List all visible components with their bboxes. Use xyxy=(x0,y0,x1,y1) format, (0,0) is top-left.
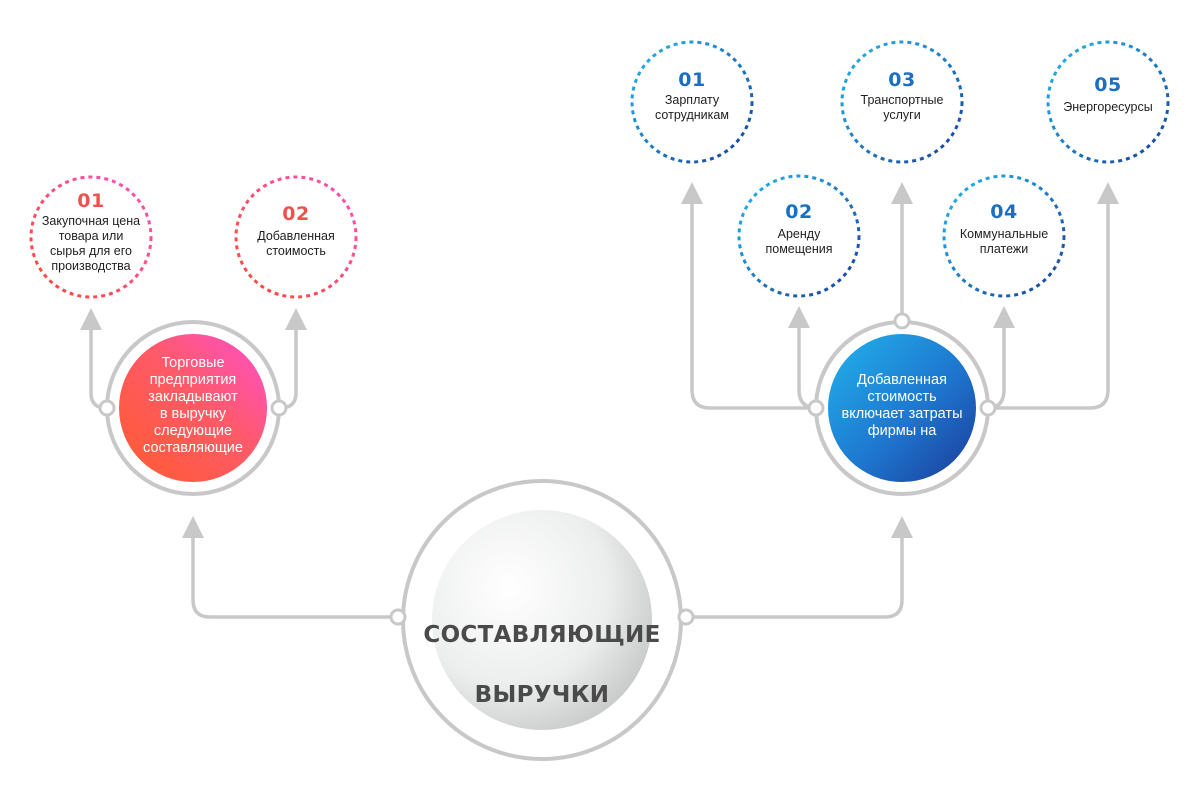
connector-right-05 xyxy=(987,198,1110,410)
left-item-02-number: 02 xyxy=(282,203,310,225)
right-item-05-ring xyxy=(1046,40,1170,164)
right-item-02-ring xyxy=(737,174,861,298)
right-item-rings xyxy=(630,40,1170,298)
arrow-right-03 xyxy=(891,182,913,204)
right-item-02-label: Аренду помещения xyxy=(765,227,833,256)
right-item-04-number: 04 xyxy=(990,201,1018,223)
right-item-03-number: 03 xyxy=(888,69,916,91)
left-hub-port-right xyxy=(270,399,288,417)
right-item-04-ring xyxy=(942,174,1066,298)
arrow-to-left-hub xyxy=(182,516,204,538)
arrow-right-04 xyxy=(993,306,1015,328)
left-item-01-number: 01 xyxy=(77,190,105,212)
right-hub-port-top xyxy=(893,312,911,330)
left-hub-node xyxy=(98,320,288,496)
connector-right-04 xyxy=(986,325,1006,410)
center-node xyxy=(389,479,695,761)
right-hub-port-right xyxy=(979,399,997,417)
arrowheads xyxy=(80,182,1119,538)
arrow-to-right-hub xyxy=(891,516,913,538)
connector-left-01 xyxy=(89,328,107,410)
connector-right-02 xyxy=(797,325,818,410)
right-item-05-number: 05 xyxy=(1094,74,1122,96)
arrow-left-01 xyxy=(80,308,102,330)
left-hub-port-left xyxy=(98,399,116,417)
arrow-right-05 xyxy=(1097,182,1119,204)
arrow-left-02 xyxy=(285,308,307,330)
connector-center-left xyxy=(191,530,398,619)
right-hub-port-left xyxy=(807,399,825,417)
left-item-01-label: Закупочная цена товара или сырья для его… xyxy=(41,214,141,273)
center-title-line2: ВЫРУЧКИ xyxy=(474,682,610,708)
right-hub-text: Добавленная стоимость включает затраты ф… xyxy=(841,372,963,439)
right-item-02-number: 02 xyxy=(785,201,813,223)
right-item-01-label: Зарплату сотрудникам xyxy=(655,93,729,122)
left-item-01-ring xyxy=(29,175,153,299)
left-item-02-ring xyxy=(234,175,358,299)
connector-right-01 xyxy=(690,198,817,410)
right-item-03-label: Транспортные услуги xyxy=(860,93,944,122)
arrow-right-01 xyxy=(681,182,703,204)
right-item-01-ring xyxy=(630,40,754,164)
center-title: СОСТАВЛЯЮЩИЕ ВЫРУЧКИ xyxy=(422,590,662,740)
left-item-rings xyxy=(29,175,358,299)
arrow-right-02 xyxy=(788,306,810,328)
right-hub-node xyxy=(807,312,997,496)
connector-center-right xyxy=(686,530,904,619)
center-title-line1: СОСТАВЛЯЮЩИЕ xyxy=(423,622,661,648)
right-item-01-number: 01 xyxy=(678,69,706,91)
left-item-02-label: Добавленная стоимость xyxy=(257,229,335,258)
right-item-04-label: Коммунальные платежи xyxy=(959,227,1049,256)
right-item-05-label: Энергоресурсы xyxy=(1063,100,1153,114)
connector-left-02 xyxy=(279,328,298,410)
right-item-03-ring xyxy=(840,40,964,164)
center-port-right xyxy=(677,608,695,626)
center-port-left xyxy=(389,608,407,626)
left-hub-text: Торговые предприятия закладывают в выруч… xyxy=(143,355,243,456)
